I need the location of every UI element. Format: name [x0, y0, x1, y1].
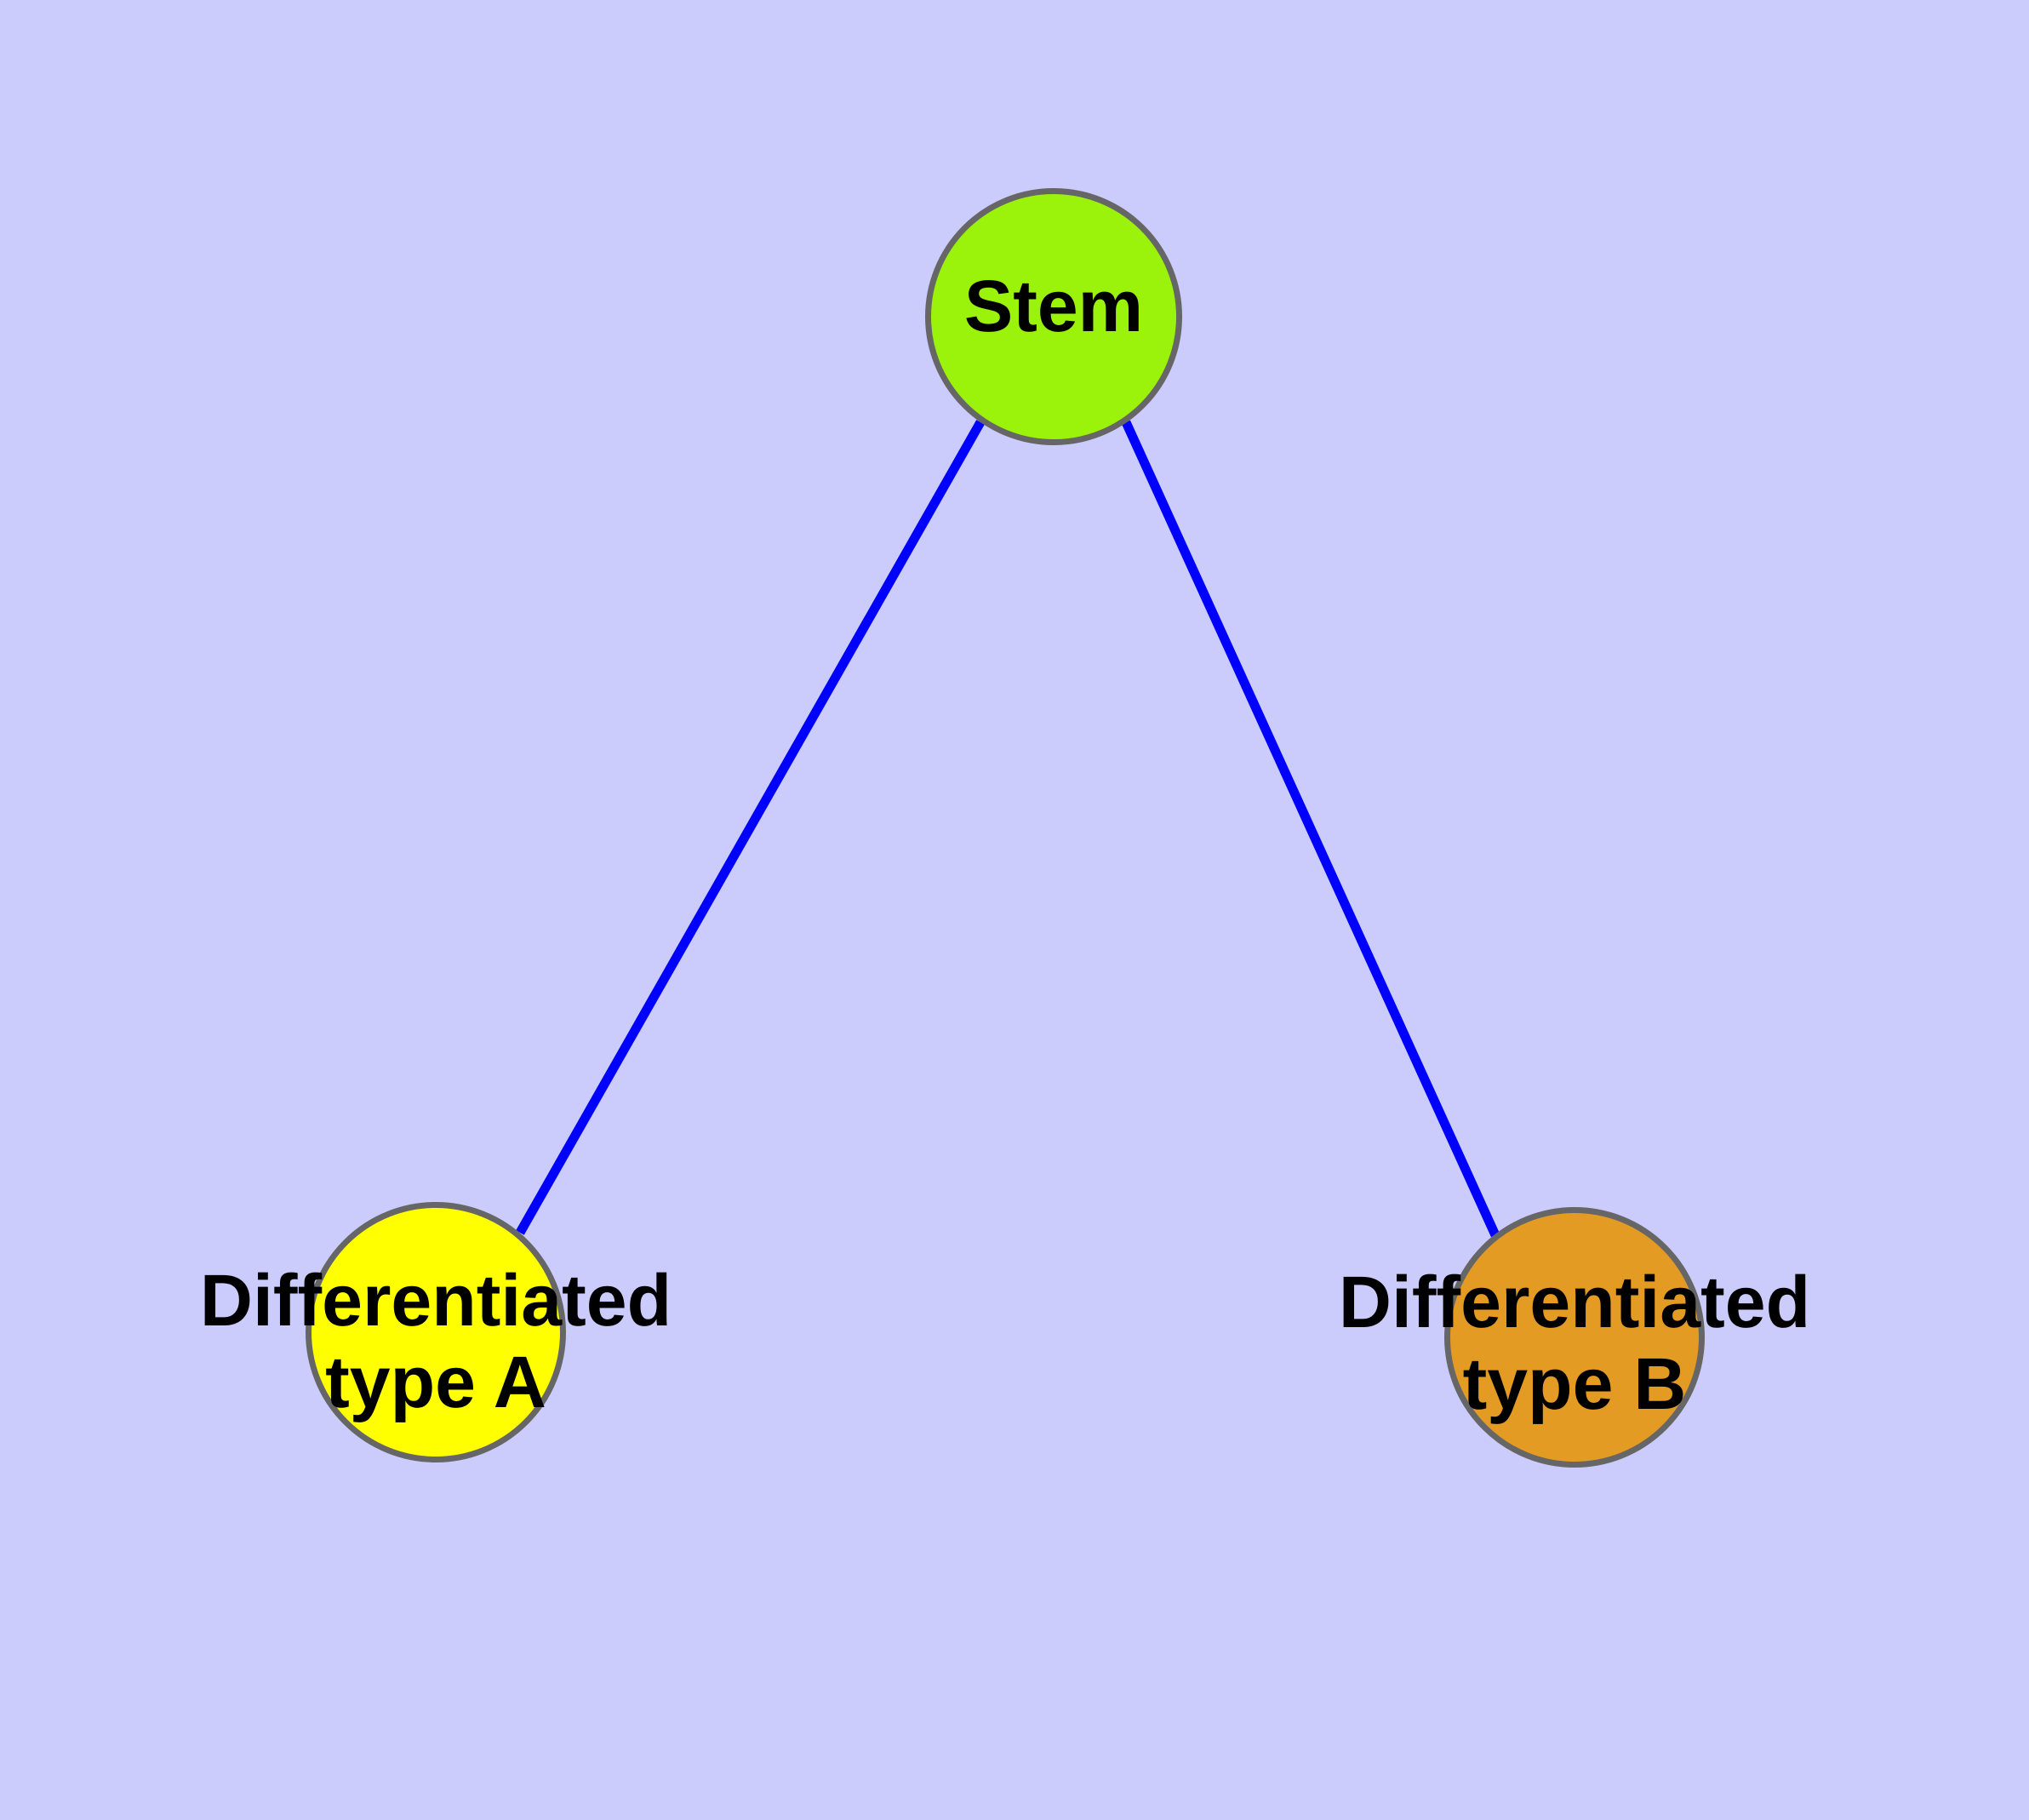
edge-stem-to-diff-a	[516, 420, 985, 1235]
node-differentiated-type-a[interactable]	[306, 1202, 566, 1462]
edge-stem-to-diff-b	[1121, 420, 1500, 1238]
node-differentiated-type-b[interactable]	[1444, 1207, 1705, 1468]
node-stem[interactable]	[925, 188, 1182, 445]
